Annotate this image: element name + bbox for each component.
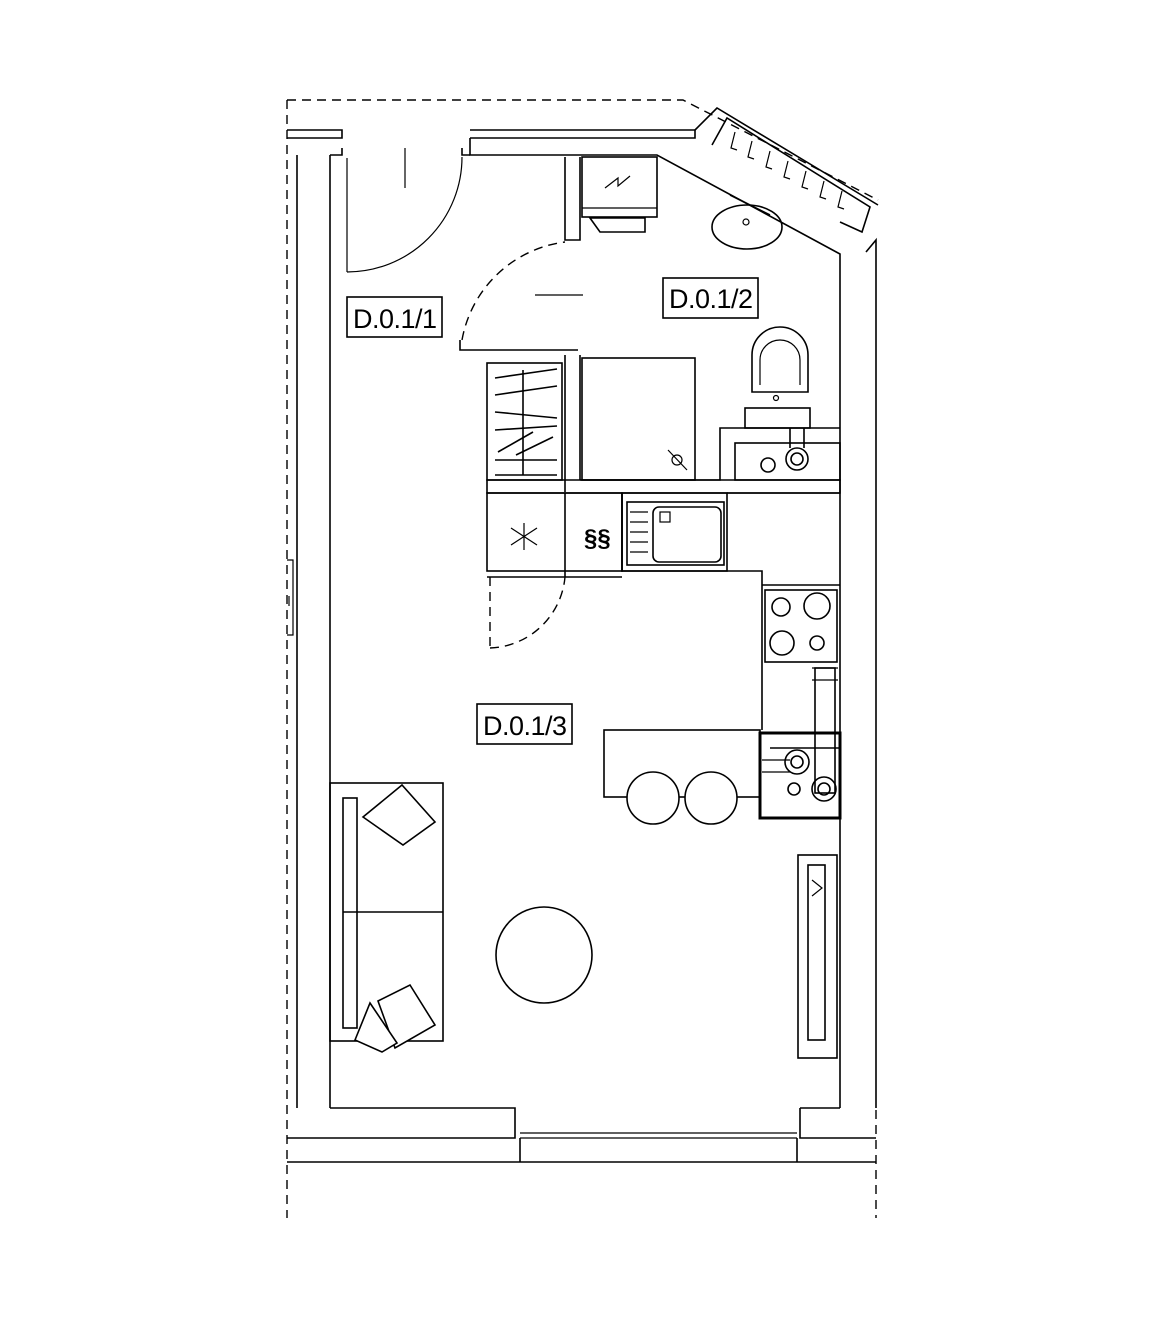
exterior-walls bbox=[287, 106, 879, 1163]
bathroom-door bbox=[461, 241, 583, 341]
bar-counter bbox=[603, 729, 761, 825]
radiator bbox=[812, 667, 838, 794]
room-label-living: D.0.1/3 bbox=[476, 703, 573, 745]
svg-text:D.0.1/1: D.0.1/1 bbox=[353, 304, 437, 334]
cooktop bbox=[764, 589, 838, 663]
outer-boundary bbox=[286, 99, 879, 1218]
svg-text:D.0.1/3: D.0.1/3 bbox=[483, 711, 567, 741]
heater-symbol: §§ bbox=[584, 525, 611, 552]
tv-unit bbox=[797, 854, 838, 1059]
wardrobe-shelving bbox=[486, 362, 563, 481]
kitchen-basin-unit bbox=[758, 731, 842, 820]
kitchen-counter bbox=[486, 492, 840, 730]
freezer-icon bbox=[510, 523, 538, 550]
coffee-table bbox=[495, 906, 593, 1004]
kitchen-door bbox=[489, 576, 566, 649]
sofa bbox=[329, 782, 444, 1053]
bathroom-vanity bbox=[734, 428, 841, 481]
toilet bbox=[744, 326, 811, 429]
angled-window bbox=[730, 131, 845, 210]
room-label-entry: D.0.1/1 bbox=[346, 296, 443, 338]
svg-text:D.0.1/2: D.0.1/2 bbox=[669, 284, 753, 314]
room-label-bathroom: D.0.1/2 bbox=[662, 277, 759, 319]
left-window bbox=[287, 559, 294, 636]
washing-machine bbox=[581, 156, 658, 233]
shower bbox=[581, 357, 696, 481]
entrance-door bbox=[346, 148, 463, 273]
kitchen-sink bbox=[626, 501, 725, 566]
bathroom-sink bbox=[711, 194, 783, 250]
